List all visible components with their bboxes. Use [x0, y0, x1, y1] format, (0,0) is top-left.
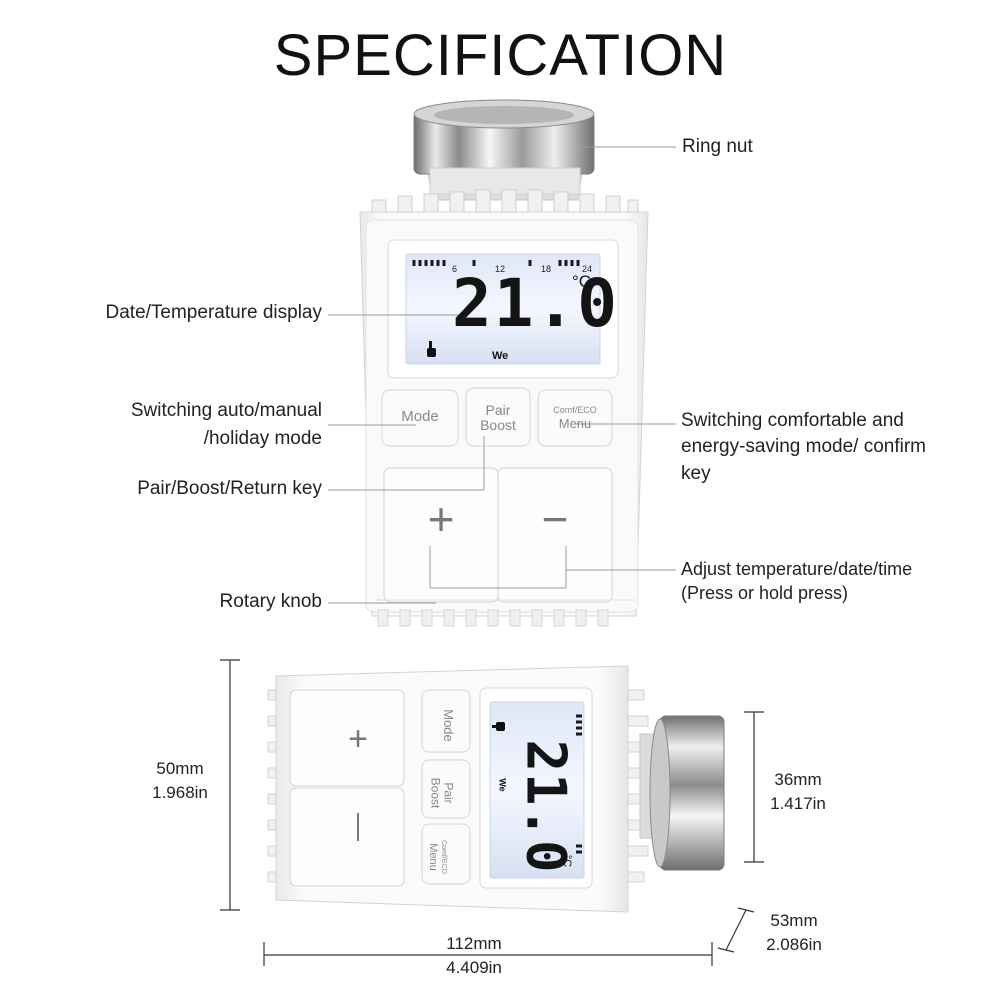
side-menu-label: Menu [426, 843, 439, 871]
label-comfort-2: energy-saving mode/ confirm [681, 436, 926, 457]
side-temperature-readout: 21.0 [514, 739, 578, 874]
dim-width-mm: 112mm [446, 934, 502, 953]
dim-nut-in: 1.417in [770, 794, 826, 813]
tick-label: 12 [495, 264, 506, 274]
side-mode-label: Mode [440, 709, 456, 742]
tick-label: 24 [582, 264, 593, 274]
dim-width-in: 4.409in [446, 958, 502, 977]
tick-label: 18 [541, 264, 552, 274]
label-adjust-2: (Press or hold press) [681, 583, 849, 603]
side-plus-button[interactable]: + [348, 720, 368, 758]
weekday-label: We [492, 350, 509, 362]
pair-key [465, 387, 531, 447]
tick-label: 6 [452, 264, 458, 274]
menu-button-label: Menu [558, 416, 592, 431]
label-mode-1: Switching auto/manual [130, 400, 322, 421]
plus-button[interactable]: + [427, 493, 455, 545]
side-pair-button[interactable]: Pair Boost [422, 770, 470, 810]
menu-key [537, 389, 613, 447]
ring-nut [413, 99, 595, 201]
dimension-lines [220, 659, 764, 966]
side-menu-button[interactable]: Comf/ECO Menu [422, 834, 470, 874]
minus-button[interactable]: − [541, 493, 569, 545]
label-comfort-3: key [681, 463, 711, 484]
dim-height-mm: 50mm [156, 759, 204, 778]
label-mode-2: /holiday mode [203, 428, 322, 449]
menu-button[interactable]: Comf/ECO Menu [538, 405, 612, 432]
minus-key [497, 467, 613, 603]
dim-depth-in: 2.086in [766, 935, 822, 954]
ring-nut-side [639, 715, 725, 871]
page-title: SPECIFICATION [273, 23, 728, 88]
label-adjust-1: Adjust temperature/date/time [681, 559, 913, 579]
label-ring-nut: Ring nut [682, 136, 753, 157]
pair-button[interactable]: Pair Boost [466, 403, 530, 433]
label-rotary: Rotary knob [219, 591, 322, 612]
pair-button-line1: Pair [485, 402, 511, 418]
side-pair-line1: Pair [441, 782, 456, 804]
side-minus-button[interactable] [357, 813, 359, 841]
side-menu-small: Comf/ECO [439, 840, 447, 874]
temperature-readout: 21.0 [452, 265, 619, 342]
menu-button-small: Comf/ECO [553, 405, 597, 415]
pair-button-line2: Boost [480, 417, 516, 433]
label-comfort-1: Switching comfortable and [681, 410, 904, 431]
dim-height-in: 1.968in [152, 783, 208, 802]
hand-pointer-icon [492, 722, 505, 731]
hand-pointer-icon [427, 341, 436, 357]
dim-depth-mm: 53mm [770, 911, 818, 930]
temperature-unit: °C [572, 272, 592, 291]
side-mode-button[interactable]: Mode [422, 706, 470, 742]
side-pair-line2: Boost [428, 777, 443, 809]
lcd-tick-labels: 6 12 18 24 [438, 264, 598, 280]
mode-button[interactable]: Mode [401, 408, 439, 425]
label-pair: Pair/Boost/Return key [137, 478, 322, 499]
dim-nut-mm: 36mm [774, 770, 822, 789]
side-weekday-label: We [497, 778, 508, 792]
side-temperature-unit: °C [561, 854, 574, 868]
label-display: Date/Temperature display [105, 302, 323, 323]
mode-key [381, 389, 459, 447]
